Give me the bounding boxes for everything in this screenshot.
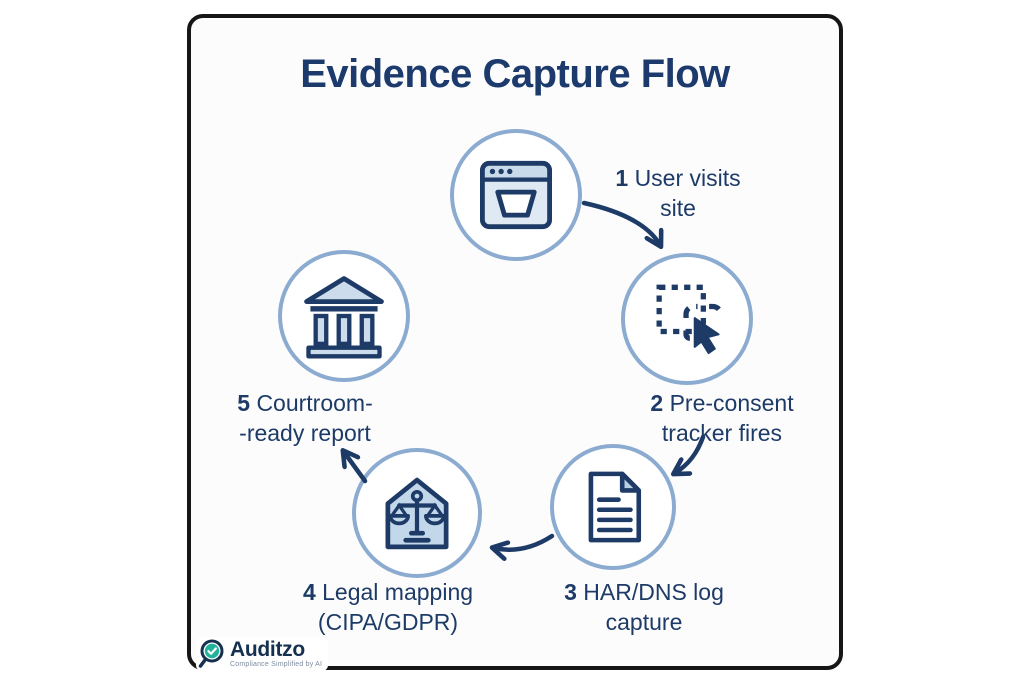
step-5-number: 5 bbox=[237, 390, 251, 416]
step-4-node bbox=[352, 448, 482, 578]
browser-window-icon bbox=[480, 160, 552, 230]
step-1-number: 1 bbox=[615, 165, 629, 191]
step-3-number: 3 bbox=[564, 579, 577, 605]
tracker-selection-cursor-icon bbox=[656, 284, 724, 355]
page-title: Evidence Capture Flow bbox=[300, 52, 730, 96]
step-2-node bbox=[621, 253, 753, 385]
step-4-number: 4 bbox=[302, 579, 316, 605]
step-5-node bbox=[278, 250, 410, 382]
logo: Auditzo Compliance Simplified by AI bbox=[196, 637, 329, 671]
step-2-label: 2 Pre-consent tracker fires bbox=[650, 390, 794, 446]
logo-tagline: Compliance Simplified by AI bbox=[230, 661, 323, 668]
step-1-node bbox=[450, 129, 582, 261]
step-4-label: 4 Legal mapping (CIPA/GDPR) bbox=[302, 579, 474, 635]
step-3-node bbox=[550, 444, 676, 570]
step-5-label: 5 Courtroom- -ready report bbox=[237, 390, 373, 446]
step-2-number: 2 bbox=[650, 390, 664, 416]
log-document-icon bbox=[588, 471, 642, 543]
logo-name: Auditzo bbox=[230, 638, 305, 661]
legal-scales-house-icon bbox=[385, 477, 449, 550]
courthouse-columns-icon bbox=[304, 276, 384, 359]
magnifier-check-icon bbox=[198, 639, 224, 668]
step-1-label: 1 User visits site bbox=[615, 165, 741, 221]
step-3-label: 3 HAR/DNS log capture bbox=[564, 579, 724, 635]
